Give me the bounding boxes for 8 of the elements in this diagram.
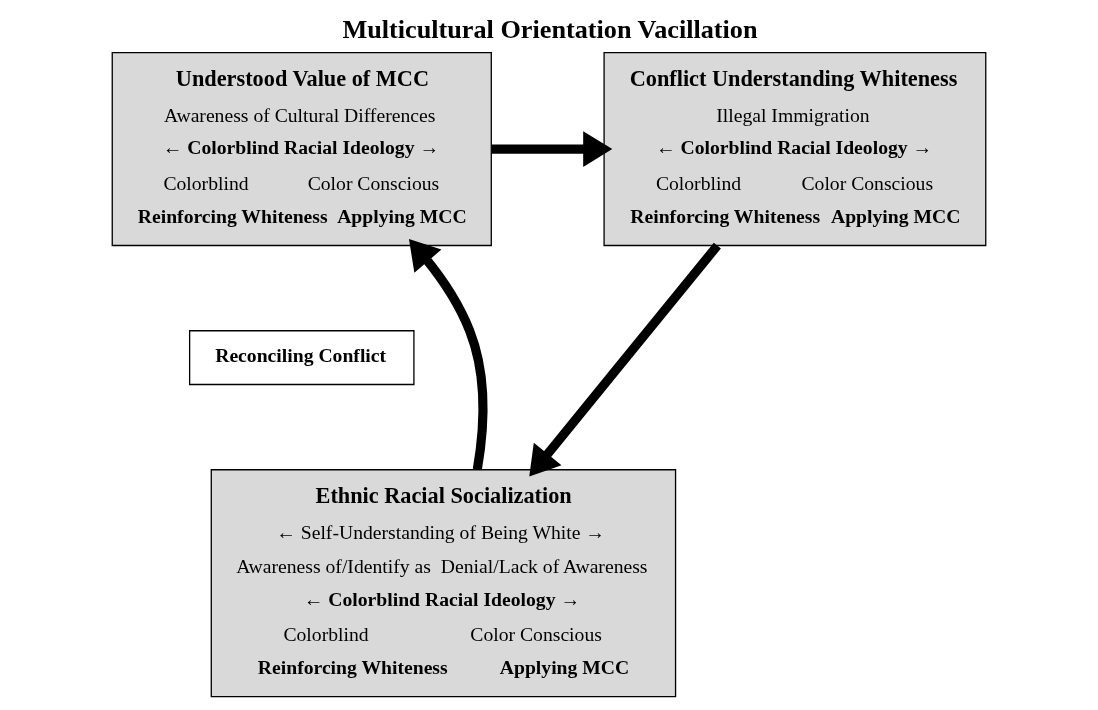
node-box: Reconciling Conflict <box>188 330 415 386</box>
diagram-title: Multicultural Orientation Vacillation <box>342 15 758 45</box>
arrow <box>408 239 488 471</box>
node-box: Conflict Understanding Whiteness Illegal Immigration ← Colorblind Racial Ideology → Colorblind Color Conscious Reinforcing Whiteness Applying MCC <box>603 52 987 247</box>
node-box: Ethnic Racial Socialization ← Self-Understanding of Being White → Awareness of/Identify as Denial/Lack of Awareness ← Colorblind Racial Ideology → Colorblind Color Conscious Reinforcing Whiteness Applying MCC <box>210 469 677 698</box>
node-box: Understood Value of MCC Awareness of Cultural Differences ← Colorblind Racial Ideology → Colorblind Color Conscious Reinforcing Whiteness Applying MCC <box>111 52 492 247</box>
arrow <box>529 242 721 477</box>
arrow <box>491 131 613 167</box>
